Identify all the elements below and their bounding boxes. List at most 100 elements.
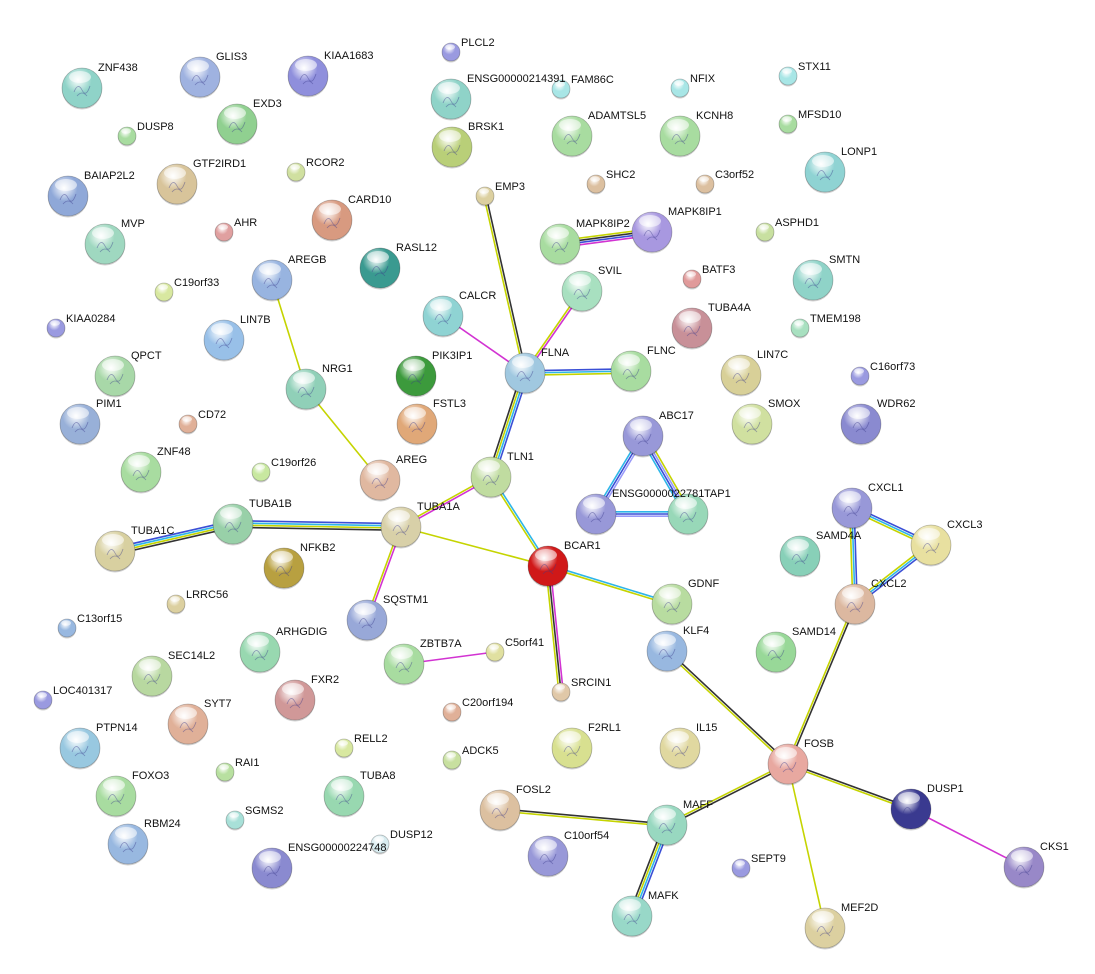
- edge-TUBA1B-TUBA1A[interactable]: [232, 519, 402, 532]
- node-TUBA1B[interactable]: [212, 503, 254, 546]
- node-CALCR[interactable]: [422, 295, 464, 338]
- node-MAFF[interactable]: [646, 804, 688, 847]
- node-LOC401317[interactable]: [33, 690, 53, 711]
- node-C16orf73[interactable]: [850, 366, 870, 387]
- node-RASL12[interactable]: [359, 247, 401, 290]
- node-PTPN14[interactable]: [59, 727, 101, 770]
- node-DUSP8[interactable]: [117, 126, 137, 147]
- edge-BCAR1-SRCIN1[interactable]: [545, 565, 564, 693]
- node-DUSP1[interactable]: [890, 788, 932, 831]
- node-ADCK5[interactable]: [442, 750, 462, 771]
- node-ARHGDIG[interactable]: [239, 631, 281, 674]
- node-TUBA8[interactable]: [323, 775, 365, 818]
- node-RELL2[interactable]: [334, 738, 354, 759]
- node-ENSG00000224748[interactable]: [251, 847, 293, 890]
- node-C20orf194[interactable]: [442, 702, 462, 723]
- node-TUBA4A[interactable]: [671, 307, 713, 350]
- node-BATF3[interactable]: [682, 269, 702, 290]
- node-ENSG0000022781[interactable]: [575, 493, 617, 536]
- node-RCOR2[interactable]: [286, 162, 306, 183]
- node-KIAA1683[interactable]: [287, 55, 329, 98]
- node-NFKB2[interactable]: [263, 547, 305, 590]
- node-MFSD10[interactable]: [778, 114, 798, 135]
- node-DUSP12[interactable]: [370, 834, 390, 855]
- edge-TUBA1C-TUBA1B[interactable]: [114, 520, 234, 555]
- node-KIAA0284[interactable]: [46, 318, 66, 339]
- node-ADAMTSL5[interactable]: [551, 115, 593, 158]
- node-AREG[interactable]: [359, 459, 401, 502]
- node-TMEM198[interactable]: [790, 318, 810, 339]
- node-MEF2D[interactable]: [804, 907, 846, 950]
- node-MAFK[interactable]: [611, 895, 653, 938]
- node-TUBA1A[interactable]: [380, 506, 422, 549]
- node-NFIX[interactable]: [670, 78, 690, 99]
- node-TUBA1C[interactable]: [94, 530, 136, 573]
- edge-FOSB-MAFF[interactable]: [666, 762, 789, 827]
- edge-FOSL2-MAFF[interactable]: [499, 808, 668, 827]
- node-CXCL1[interactable]: [831, 487, 873, 530]
- node-MAPK8IP1[interactable]: [631, 211, 673, 254]
- node-SMTN[interactable]: [792, 259, 834, 302]
- node-SAMD14[interactable]: [755, 631, 797, 674]
- node-CXCL3[interactable]: [910, 524, 952, 567]
- node-FSTL3[interactable]: [396, 403, 438, 446]
- edge-FOSB-MEF2D[interactable]: [787, 763, 826, 929]
- node-ASPHD1[interactable]: [755, 222, 775, 243]
- node-BRSK1[interactable]: [431, 126, 473, 169]
- node-MAPK8IP2[interactable]: [539, 223, 581, 266]
- node-PIK3IP1[interactable]: [395, 355, 437, 398]
- node-CXCL2[interactable]: [834, 583, 876, 626]
- node-C3orf52[interactable]: [695, 174, 715, 195]
- edge-CXCL2-FOSB[interactable]: [786, 603, 857, 765]
- edge-BCAR1-GDNF[interactable]: [547, 564, 673, 606]
- node-GLIS3[interactable]: [179, 56, 221, 99]
- node-KLF4[interactable]: [646, 630, 688, 673]
- node-SRCIN1[interactable]: [551, 682, 571, 703]
- node-SGMS2[interactable]: [225, 810, 245, 831]
- node-SAMD4A[interactable]: [779, 535, 821, 578]
- node-C5orf41[interactable]: [485, 642, 505, 663]
- edge-FOSB-DUSP1[interactable]: [787, 762, 912, 811]
- node-RBM24[interactable]: [107, 823, 149, 866]
- node-C10orf54[interactable]: [527, 835, 569, 878]
- node-LIN7B[interactable]: [203, 319, 245, 362]
- node-SEPT9[interactable]: [731, 858, 751, 879]
- node-KCNH8[interactable]: [659, 115, 701, 158]
- node-LIN7C[interactable]: [720, 354, 762, 397]
- node-CD72[interactable]: [178, 414, 198, 435]
- node-BCAR1[interactable]: [527, 545, 569, 588]
- node-PLCL2[interactable]: [441, 42, 461, 63]
- node-SEC14L2[interactable]: [131, 655, 173, 698]
- node-SMOX[interactable]: [731, 403, 773, 446]
- node-AREGB[interactable]: [251, 259, 293, 302]
- node-FOSB[interactable]: [767, 743, 809, 786]
- node-C19orf33[interactable]: [154, 282, 174, 303]
- node-MVP[interactable]: [84, 223, 126, 266]
- node-FOXO3[interactable]: [95, 775, 137, 818]
- node-FLNC[interactable]: [610, 350, 652, 393]
- node-EXD3[interactable]: [216, 103, 258, 146]
- node-STX11[interactable]: [778, 66, 798, 87]
- node-TLN1[interactable]: [470, 456, 512, 499]
- edge-TUBA1A-BCAR1[interactable]: [400, 526, 549, 567]
- node-FXR2[interactable]: [274, 679, 316, 722]
- node-ENSG00000214391[interactable]: [430, 78, 472, 121]
- node-WDR62[interactable]: [840, 403, 882, 446]
- node-SHC2[interactable]: [586, 174, 606, 195]
- node-SQSTM1[interactable]: [346, 599, 388, 642]
- node-FOSL2[interactable]: [479, 789, 521, 832]
- edge-DUSP1-CKS1[interactable]: [910, 808, 1025, 868]
- node-LRRC56[interactable]: [166, 594, 186, 615]
- node-F2RL1[interactable]: [551, 727, 593, 770]
- node-PIM1[interactable]: [59, 403, 101, 446]
- node-IL15[interactable]: [659, 727, 701, 770]
- node-FLNA[interactable]: [504, 352, 546, 395]
- node-CKS1[interactable]: [1003, 846, 1045, 889]
- node-C13orf15[interactable]: [57, 618, 77, 639]
- node-BAIAP2L2[interactable]: [47, 175, 89, 218]
- node-AHR[interactable]: [214, 222, 234, 243]
- node-GDNF[interactable]: [651, 583, 693, 626]
- node-CARD10[interactable]: [311, 199, 353, 242]
- node-ABC17[interactable]: [622, 415, 664, 458]
- node-SYT7[interactable]: [167, 703, 209, 746]
